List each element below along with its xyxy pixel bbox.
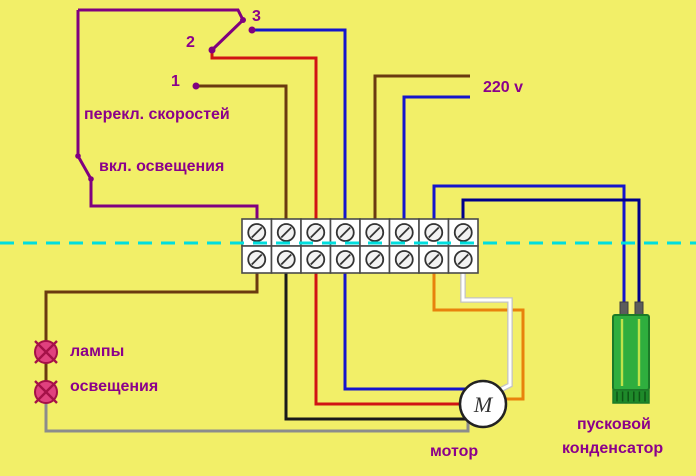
wire-motor-white-casing — [460, 264, 513, 394]
wire-speed3-blue — [252, 28, 347, 230]
contact-dot-1 — [248, 26, 256, 34]
terminal-screw-slot — [428, 253, 440, 266]
terminal-screw-slot — [369, 253, 381, 266]
label-motor: мотор — [430, 443, 479, 460]
wire-capacitor-navy — [461, 198, 641, 305]
terminal-screw-slot — [339, 253, 351, 266]
wire-light-switch-blade — [76, 155, 93, 180]
terminal-screw-slot — [280, 253, 292, 266]
terminal-screw-slot — [457, 253, 469, 266]
wire-motor-white — [461, 264, 512, 393]
terminal-screw-slot — [369, 226, 381, 239]
label-speed-position-1: 1 — [171, 73, 180, 90]
wire-supply-top-purple — [78, 8, 245, 21]
wire-motor-red — [314, 264, 461, 406]
lamp-icon-2 — [34, 380, 58, 404]
label-speed-position-2: 2 — [186, 34, 195, 51]
terminal-screw-slot — [339, 226, 351, 239]
terminal-screw-slot — [398, 226, 410, 239]
capacitor-body — [612, 314, 650, 391]
lamp-icon-1 — [34, 340, 58, 364]
wire-speed-switch-blade — [210, 18, 245, 52]
terminal-screw-slot — [428, 226, 440, 239]
wire-light-to-terminal-purple — [89, 179, 259, 230]
contact-dot-4 — [240, 17, 246, 23]
motor-symbol: M — [473, 392, 494, 417]
wire-motor-blue — [343, 264, 466, 391]
terminal-screw-slot — [398, 253, 410, 266]
terminal-screw-slot — [457, 226, 469, 239]
label-light-switch: вкл. освещения — [99, 158, 225, 175]
label-capacitor-line2: конденсатор — [562, 440, 664, 457]
wire-lamps-return-gray — [44, 402, 470, 433]
wire-lamps-brown — [44, 264, 259, 344]
capacitor-base — [612, 389, 650, 404]
wire-speed2-red — [210, 50, 318, 230]
terminal-screw-slot — [310, 253, 322, 266]
wire-capacitor-blue — [432, 184, 626, 305]
label-speed-switch: перекл. скоростей — [84, 106, 230, 123]
terminal-screw-slot — [280, 226, 292, 239]
terminal-screw-slot — [310, 226, 322, 239]
label-capacitor-line1: пусковой — [577, 416, 651, 433]
contact-dot-5 — [75, 153, 81, 159]
contact-dot-6 — [88, 176, 94, 182]
wire-motor-orange — [432, 264, 525, 401]
label-lamps-line2: освещения — [70, 378, 159, 395]
label-speed-position-3: 3 — [252, 8, 261, 25]
label-lamps-line1: лампы — [70, 343, 125, 360]
contact-dot-3 — [192, 82, 200, 90]
terminal-screw-slot — [251, 253, 263, 266]
wire-speed1-brown — [196, 84, 288, 230]
terminal-screw-slot — [251, 226, 263, 239]
wire-mains-brown-220 — [373, 74, 470, 230]
motor-circle — [458, 379, 508, 429]
wire-motor-black — [284, 264, 466, 421]
contact-dot-2 — [208, 46, 216, 54]
wire-mains-blue-220 — [402, 95, 470, 230]
label-voltage-220v: 220 v — [483, 79, 524, 96]
